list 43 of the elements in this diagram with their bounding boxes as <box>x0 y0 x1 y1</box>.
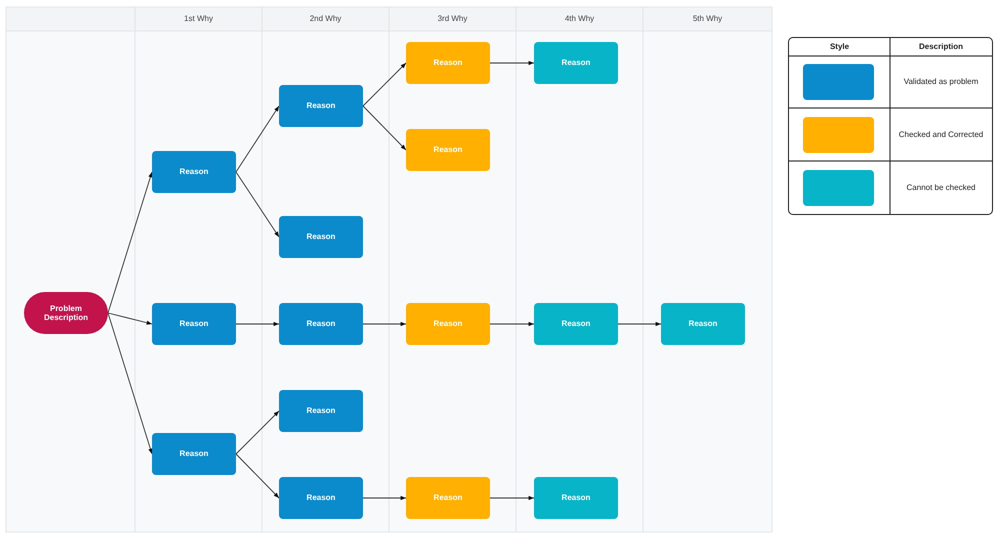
arrow <box>362 106 406 150</box>
column-header: 3rd Why <box>436 13 468 25</box>
legend-label: Checked and Corrected <box>898 130 984 138</box>
reason-box: Reason <box>279 390 363 432</box>
problem-pill: Problem Description <box>24 292 108 334</box>
arrow <box>362 496 406 500</box>
arrow <box>236 454 280 498</box>
reason-box: Reason <box>279 477 363 519</box>
reason-box: Reason <box>279 216 363 258</box>
reason-box: Reason <box>152 303 236 345</box>
reason-box: Reason <box>534 477 618 519</box>
legend-label: Validated as problem <box>902 77 980 86</box>
table-header: Style <box>828 42 850 51</box>
reason-box: Reason <box>406 42 490 84</box>
arrow <box>362 62 406 106</box>
column-header: 2nd Why <box>308 13 342 25</box>
reason-box: Reason <box>406 303 490 345</box>
arrow <box>236 106 280 172</box>
arrow <box>362 322 406 326</box>
arrow <box>490 60 534 66</box>
column-header: 1st Why <box>183 13 214 25</box>
arrow <box>236 172 280 238</box>
arrow <box>108 312 152 454</box>
arrow <box>236 322 280 326</box>
arrow <box>108 312 152 325</box>
reason-box: Reason <box>152 433 236 475</box>
reason-box: Reason <box>534 42 618 84</box>
arrow <box>618 322 662 326</box>
column-header: 4th Why <box>564 13 596 25</box>
reason-box: Reason <box>152 151 236 193</box>
reason-box: Reason <box>534 303 618 345</box>
arrow <box>108 172 152 314</box>
arrow <box>236 410 280 454</box>
legend-label: Cannot be checked <box>906 182 976 192</box>
table-header: Description <box>918 42 964 51</box>
column-header: 5th Why <box>692 13 724 25</box>
arrow <box>490 496 534 500</box>
reason-box: Reason <box>661 303 745 345</box>
arrow <box>490 322 534 326</box>
reason-box: Reason <box>279 303 363 345</box>
reason-box: Reason <box>279 85 363 127</box>
reason-box: Reason <box>406 477 490 519</box>
reason-box: Reason <box>406 129 490 171</box>
